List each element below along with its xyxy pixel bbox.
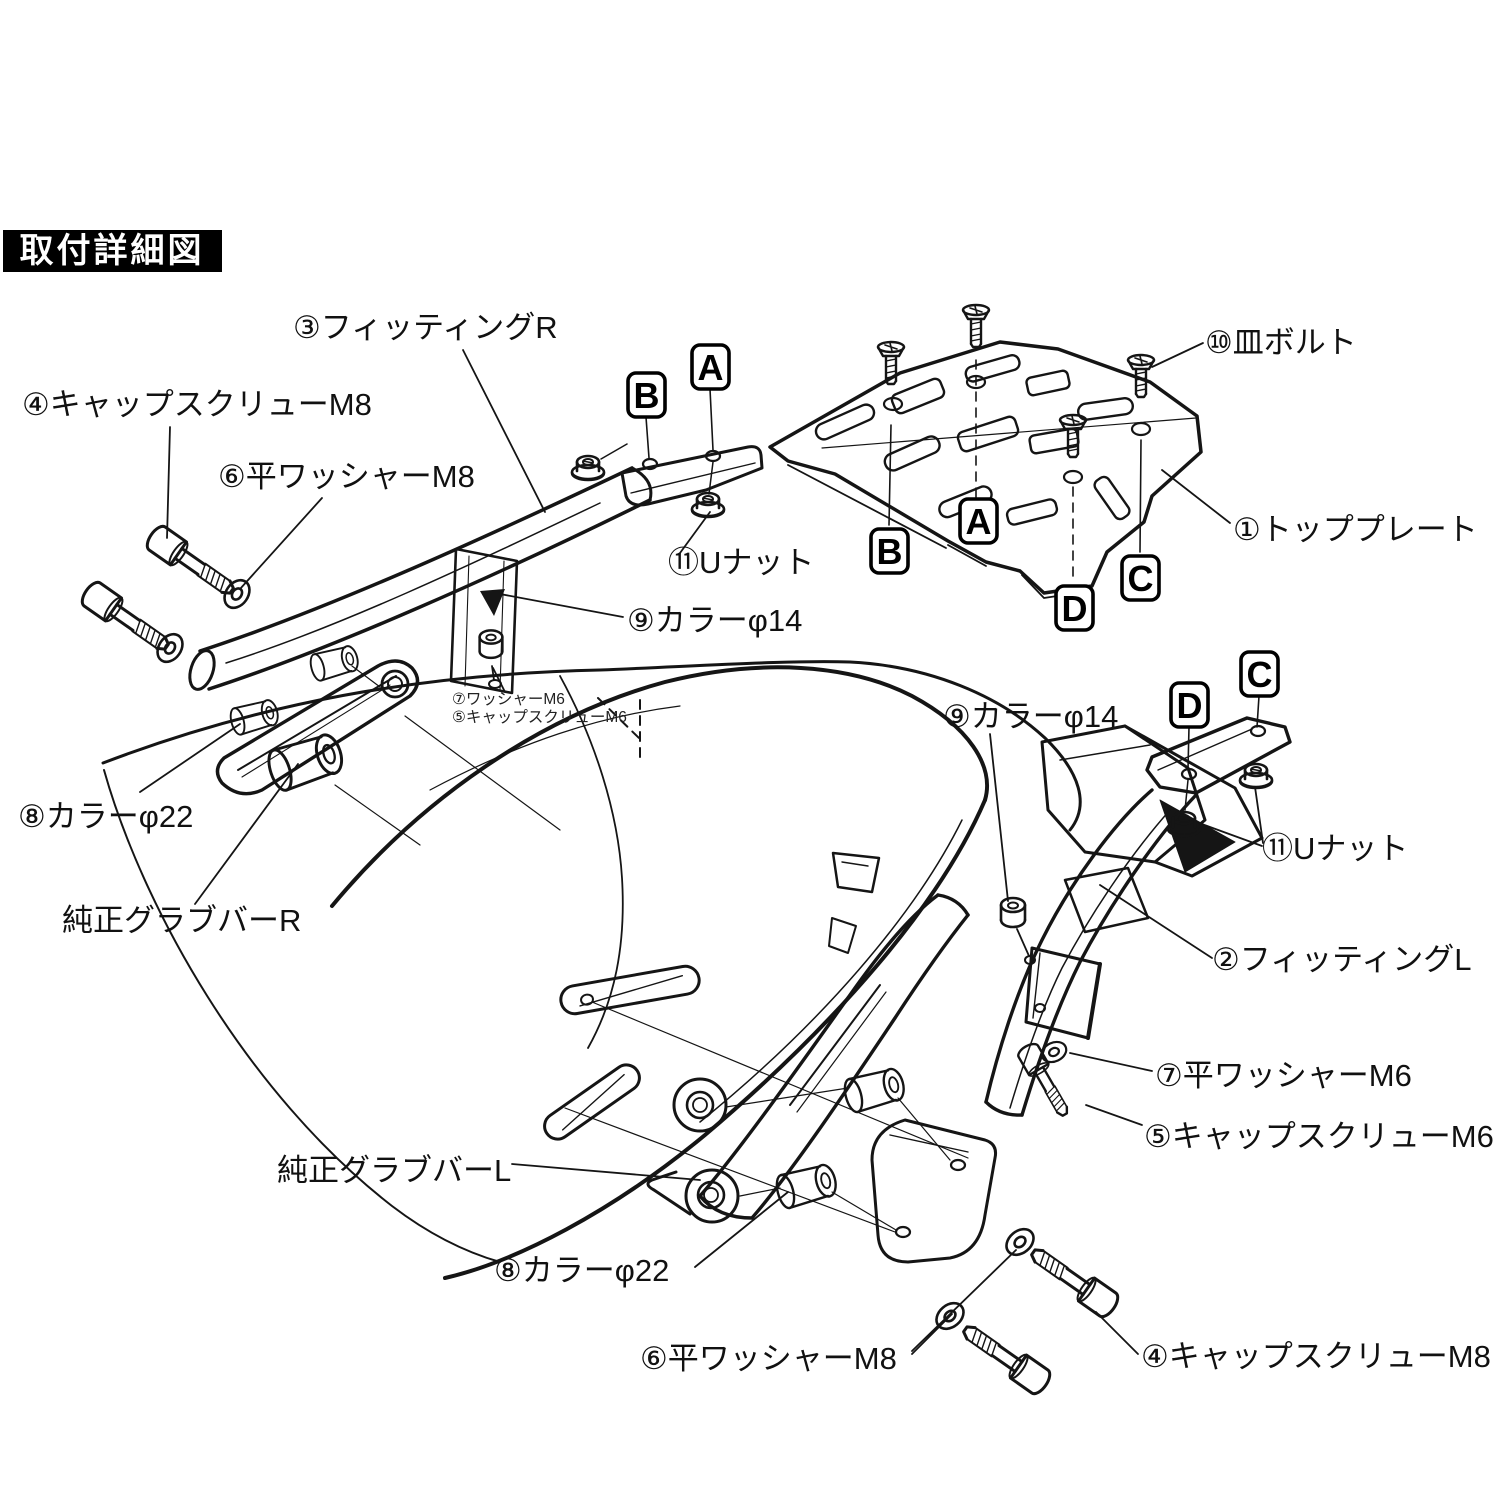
- arrowhead: [480, 589, 505, 616]
- label-collar-14-left: ⑨カラーφ14: [627, 603, 802, 638]
- tail-light: [828, 724, 1264, 954]
- seat-slot-upper: [559, 964, 701, 1016]
- note-washer-m6: ⑦ワッシャーM6: [452, 691, 565, 708]
- label-fitting-r: ③フィッティングR: [293, 310, 558, 345]
- seat-tail-art: [101, 660, 1264, 1280]
- strut: [449, 547, 519, 695]
- cap-screw-m8-lower-1: [1000, 1222, 1124, 1322]
- label-u-nut-left: ⑪Uナット: [668, 545, 814, 580]
- label-flat-washer-m8-left: ⑥平ワッシャーM8: [218, 459, 475, 494]
- fitting-l-drawing: [984, 695, 1292, 1122]
- header-box: [3, 230, 222, 272]
- top-plate-drawing: [768, 303, 1203, 599]
- marker-letter: D: [1062, 588, 1088, 629]
- label-u-nut-right: ⑪Uナット: [1262, 831, 1408, 866]
- marker-boxes: A B B A C D C D: [626, 343, 1280, 729]
- label-cap-screw-m6: ⑤キャップスクリューM6: [1144, 1119, 1494, 1154]
- header: 取付詳細図: [3, 230, 222, 272]
- marker-letter: B: [634, 375, 660, 416]
- marker-a-fitting-r: A: [690, 343, 731, 391]
- callout-labels: ③フィッティングR ④キャップスクリューM8 ⑥平ワッシャーM8 ⑪Uナット ⑨…: [18, 310, 1494, 1376]
- note-cap-screw-m6: ⑤キャップスクリューM6: [452, 708, 627, 726]
- label-grab-bar-r: 純正グラブバーR: [62, 903, 301, 938]
- marker-b-top-plate: B: [869, 527, 910, 575]
- grab-bar-r-drawing: [215, 642, 561, 846]
- label-grab-bar-l: 純正グラブバーL: [277, 1153, 511, 1188]
- label-collar-22-left: ⑧カラーφ22: [18, 799, 193, 834]
- cap-screw-m8-lower-2: [930, 1296, 1056, 1399]
- label-flat-washer-m6: ⑦平ワッシャーM6: [1155, 1058, 1412, 1093]
- u-nut-fitting-r: [570, 443, 726, 519]
- label-flat-washer-m8-bottom: ⑥平ワッシャーM8: [640, 1341, 897, 1376]
- marker-c-top-plate: C: [1120, 554, 1161, 602]
- marker-letter: C: [1128, 558, 1154, 599]
- cap-screw-m8-upper-1: [141, 521, 256, 614]
- marker-letter: B: [877, 531, 903, 572]
- label-fitting-l: ②フィッティングL: [1212, 942, 1472, 977]
- marker-b-fitting-r: B: [626, 371, 667, 419]
- label-plate-bolt: ⑩皿ボルト: [1205, 325, 1357, 360]
- marker-letter: A: [966, 501, 992, 542]
- marker-d-top-plate: D: [1054, 584, 1095, 632]
- label-collar-14-right: ⑨カラーφ14: [943, 699, 1118, 734]
- marker-a-top-plate: A: [958, 497, 999, 545]
- label-cap-screw-m8-bottom: ④キャップスクリューM8: [1141, 1339, 1491, 1374]
- leader-lines: [139, 342, 1264, 1355]
- page-title: 取付詳細図: [20, 232, 205, 270]
- marker-d-fitting-l: D: [1169, 681, 1210, 729]
- marker-letter: D: [1177, 685, 1203, 726]
- label-collar-22-bottom: ⑧カラーφ22: [494, 1253, 669, 1288]
- cap-screw-m8-upper-2: [76, 577, 189, 668]
- marker-c-fitting-l: C: [1239, 650, 1280, 698]
- marker-letter: C: [1247, 654, 1273, 695]
- seat-slot-lower: [543, 1063, 641, 1141]
- fitting-r-drawing: [188, 445, 764, 759]
- label-cap-screw-m8-left: ④キャップスクリューM8: [22, 387, 372, 422]
- label-top-plate: ①トッププレート: [1233, 512, 1478, 547]
- marker-letter: A: [698, 347, 724, 388]
- grab-bar-l-drawing: [646, 893, 997, 1264]
